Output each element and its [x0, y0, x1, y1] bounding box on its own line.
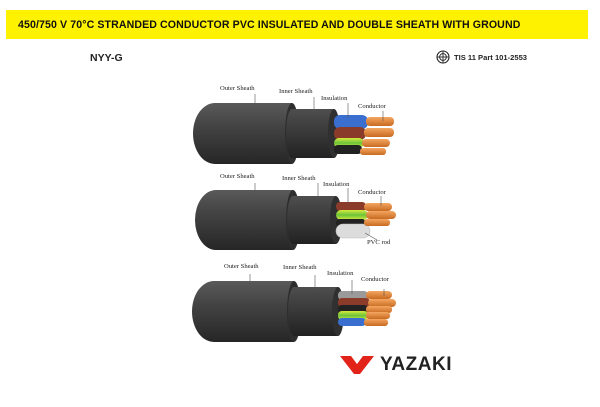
outer-sheath — [193, 103, 292, 164]
insulation-green-yellow — [336, 210, 368, 220]
label-outer-sheath: Outer Sheath — [220, 173, 255, 180]
label-insulation: Insulation — [327, 270, 354, 277]
outer-sheath — [195, 190, 293, 250]
insulation-green-yellow — [338, 311, 368, 320]
label-insulation: Insulation — [321, 95, 348, 102]
label-insulation: Insulation — [323, 181, 350, 188]
title-banner: 450/750 V 70°C STRANDED CONDUCTOR PVC IN… — [6, 10, 588, 39]
insulation-blue — [338, 318, 366, 326]
label-inner-sheath: Inner Sheath — [283, 264, 317, 271]
conductor — [364, 203, 392, 211]
label-conductor: Conductor — [361, 276, 389, 283]
conductor — [366, 117, 394, 126]
inner-sheath — [286, 109, 334, 158]
cable-2 — [195, 183, 396, 250]
label-pvc-rod: PVC rod — [367, 239, 391, 246]
page-title: 450/750 V 70°C STRANDED CONDUCTOR PVC IN… — [18, 18, 521, 31]
insulation-brown — [338, 298, 370, 307]
model-code: NYY-G — [90, 52, 123, 64]
outer-sheath — [192, 281, 294, 342]
standard-mark: TIS 11 Part 101-2553 — [436, 50, 527, 64]
standard-text: TIS 11 Part 101-2553 — [454, 52, 528, 62]
inner-sheath — [288, 287, 338, 336]
brand-name: YAZAKI — [380, 354, 452, 375]
cable-1 — [193, 94, 394, 164]
pvc-rod — [335, 223, 371, 239]
insulation-black — [334, 145, 362, 154]
inner-sheath — [287, 196, 336, 244]
conductor — [366, 291, 392, 299]
label-inner-sheath: Inner Sheath — [279, 88, 313, 95]
label-outer-sheath: Outer Sheath — [220, 85, 255, 92]
insulation-brown — [336, 202, 366, 211]
insulation-brown — [334, 127, 366, 140]
label-conductor: Conductor — [358, 189, 386, 196]
yazaki-logo-icon — [340, 356, 374, 374]
label-conductor: Conductor — [358, 103, 386, 110]
insulation-grey — [338, 291, 368, 300]
cable-3 — [192, 274, 396, 342]
tis-standard-mark-icon — [436, 50, 450, 64]
brand-logo: YAZAKI — [340, 354, 452, 376]
label-outer-sheath: Outer Sheath — [224, 263, 259, 270]
insulation-blue — [334, 115, 368, 129]
label-inner-sheath: Inner Sheath — [282, 175, 316, 182]
